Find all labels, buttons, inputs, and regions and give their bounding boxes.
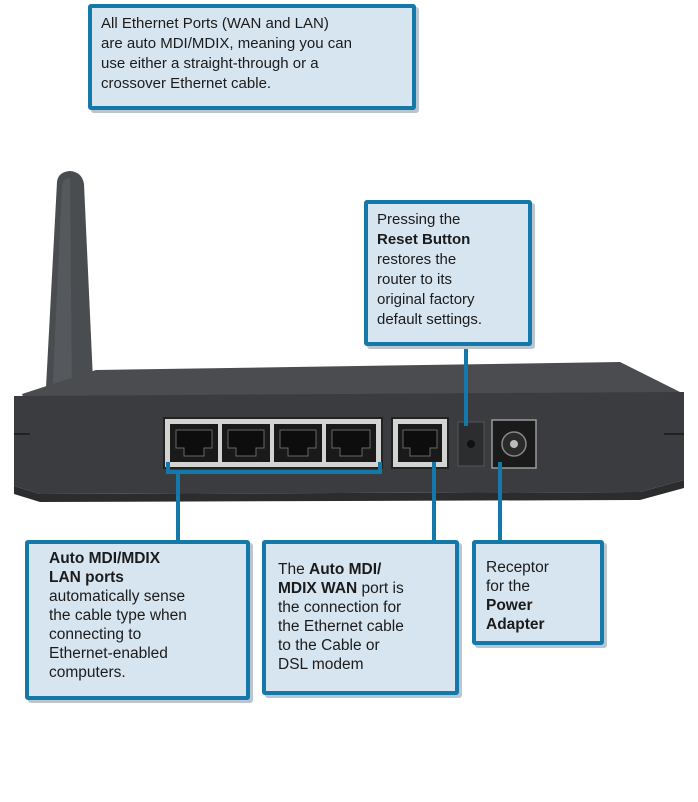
callout-line: are auto MDI/MDIX, meaning you can xyxy=(101,35,352,52)
wan-port-callout: The Auto MDI/ MDIX WAN port is the conne… xyxy=(262,540,459,695)
lan-bracket-left xyxy=(166,462,170,474)
ethernet-port-icon xyxy=(170,424,218,462)
ethernet-port-icon xyxy=(274,424,322,462)
callout-line: All Ethernet Ports (WAN and LAN) xyxy=(101,15,329,32)
power-adapter-callout: Receptor for the Power Adapter xyxy=(472,540,604,645)
lan-connector xyxy=(176,472,180,542)
callout-line: connecting to xyxy=(49,626,142,643)
lan-ports-callout: Auto MDI/MDIX LAN ports automatically se… xyxy=(25,540,250,700)
callout-line: the connection for xyxy=(278,599,402,616)
callout-bold-label: Adapter xyxy=(486,616,545,633)
callout-line: restores the xyxy=(377,251,457,268)
callout-line: The Auto MDI/ xyxy=(278,560,443,579)
lan-bracket-right xyxy=(378,462,382,474)
callout-line: the cable type when xyxy=(49,607,187,624)
callout-text: The xyxy=(278,561,310,578)
mdi-mdix-info-callout: All Ethernet Ports (WAN and LAN) are aut… xyxy=(88,4,416,110)
power-connector xyxy=(498,462,502,542)
callout-bold-label: LAN ports xyxy=(49,569,124,586)
callout-line: the Ethernet cable xyxy=(278,618,404,635)
callout-line: router to its xyxy=(377,271,453,288)
callout-line: default settings. xyxy=(377,311,483,328)
power-jack-icon xyxy=(491,419,537,469)
callout-text: port is xyxy=(357,580,404,597)
wan-connector xyxy=(432,462,436,542)
callout-line: DSL modem xyxy=(278,656,364,673)
callout-line: original factory xyxy=(377,291,475,308)
callout-line: MDIX WAN port is xyxy=(278,579,443,598)
reset-connector xyxy=(464,344,468,426)
callout-bold-label: Auto MDI/ xyxy=(309,561,382,578)
reset-button-callout: Pressing the Reset Button restores the r… xyxy=(364,200,532,346)
callout-bold-label: MDIX WAN xyxy=(278,580,358,597)
callout-line: Ethernet-enabled xyxy=(49,645,168,662)
callout-bold-label: Reset Button xyxy=(377,231,471,248)
callout-line: computers. xyxy=(49,664,126,681)
callout-bold-label: Power xyxy=(486,597,533,614)
ethernet-port-icon xyxy=(398,424,442,462)
ethernet-port-icon xyxy=(222,424,270,462)
callout-line: automatically sense xyxy=(49,588,186,605)
ethernet-port-icon xyxy=(326,424,376,462)
callout-bold-label: Auto MDI/MDIX xyxy=(49,550,161,567)
wan-port xyxy=(391,417,449,469)
callout-line: to the Cable or xyxy=(278,637,380,654)
callout-line: Receptor xyxy=(486,559,549,576)
callout-line: use either a straight-through or a xyxy=(101,55,319,72)
reset-button-icon xyxy=(457,421,485,467)
callout-line: for the xyxy=(486,578,530,595)
lan-ports xyxy=(163,417,383,469)
callout-line: Pressing the xyxy=(377,211,461,228)
callout-line: crossover Ethernet cable. xyxy=(101,75,272,92)
lan-bracket xyxy=(166,470,382,474)
